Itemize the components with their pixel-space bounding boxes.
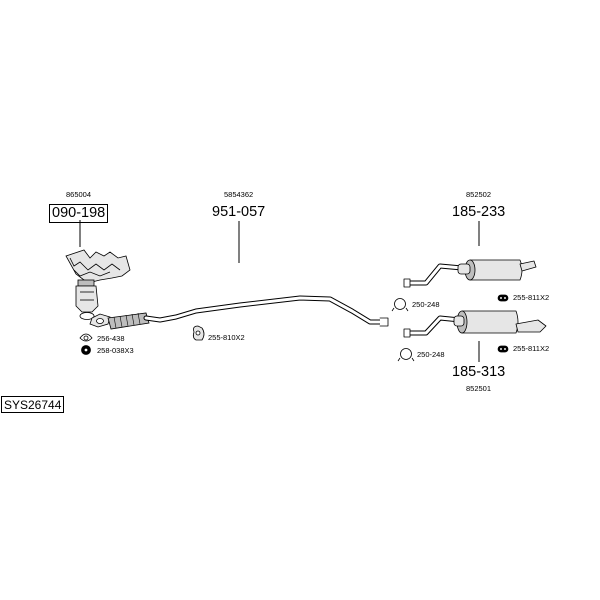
hanger-lower-icon — [497, 345, 509, 353]
clamp-lower-icon — [397, 348, 415, 362]
silencer-upper-ref: 852502 — [466, 190, 492, 199]
clamp-upper-label[interactable]: 250-248 — [412, 300, 440, 309]
silencer-upper-part-number[interactable]: 185-233 — [452, 204, 506, 220]
gasket-icon — [79, 333, 93, 342]
gasket-label[interactable]: 256-438 — [97, 334, 125, 343]
clamp-upper-icon — [391, 298, 409, 312]
middle-pipe-ref: 5854362 — [224, 190, 254, 199]
middle-pipe-part-number[interactable]: 951-057 — [212, 204, 266, 220]
clamp-lower-label[interactable]: 250-248 — [417, 350, 445, 359]
manifold-part-number[interactable]: 090-198 — [49, 204, 109, 223]
nut-label[interactable]: 258-038X3 — [97, 346, 134, 355]
silencer-lower-ref: 852501 — [466, 384, 492, 393]
hanger-upper-label[interactable]: 255-811X2 — [513, 293, 550, 302]
nut-icon — [81, 345, 91, 355]
manifold-ref: 865004 — [66, 190, 92, 199]
rear-silencer-lower — [403, 310, 547, 338]
exhaust-manifold — [65, 249, 131, 320]
hanger-lower-label[interactable]: 255-811X2 — [513, 344, 550, 353]
middle-pipe — [143, 295, 389, 327]
silencer-lower-part-number[interactable]: 185-313 — [452, 364, 506, 380]
hanger-upper-icon — [497, 294, 509, 302]
rear-silencer-upper — [403, 259, 537, 288]
system-code: SYS26744 — [1, 396, 65, 413]
hanger-middle-label[interactable]: 255-810X2 — [208, 333, 245, 342]
front-pipe-flex — [89, 312, 150, 330]
hanger-middle-icon — [192, 325, 205, 341]
